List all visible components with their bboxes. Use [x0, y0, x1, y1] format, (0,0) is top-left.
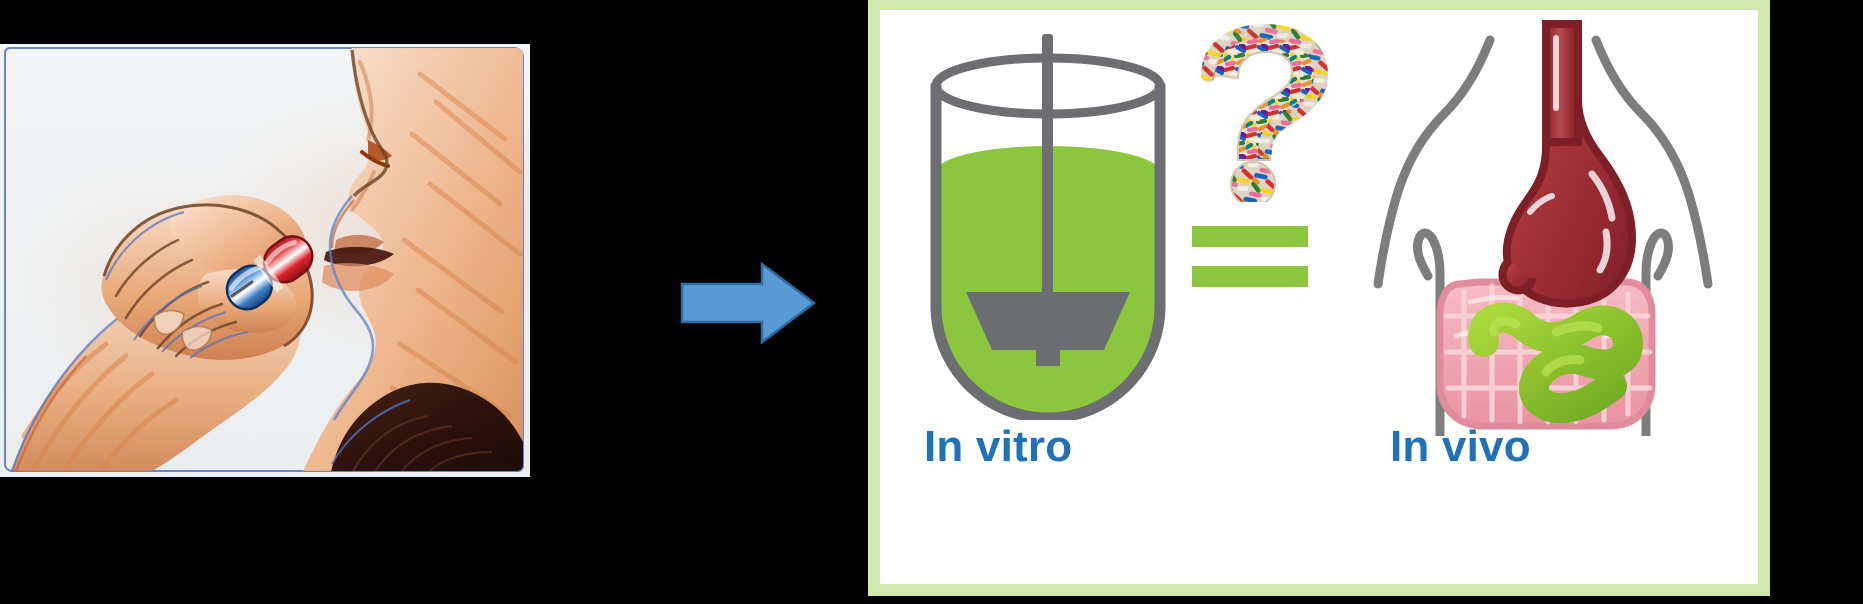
label-in-vivo: In vivo: [1390, 422, 1531, 471]
left-panel-patient-illustration: [0, 44, 530, 477]
right-panel-ivivc: In vitro In vivo: [868, 0, 1770, 596]
label-in-vitro: In vitro: [924, 422, 1073, 471]
capsule: [225, 235, 314, 311]
dissolution-vessel-icon: [930, 34, 1166, 424]
equals-icon: [1192, 226, 1308, 287]
question-mark-made-of-capsules: [1180, 22, 1360, 207]
patient-taking-capsule-drawing: [8, 48, 523, 471]
equals-sign: [1188, 218, 1338, 298]
human-gi-tract-illustration: [1360, 16, 1760, 441]
question-mark-icon: [1201, 23, 1329, 207]
gi-tract-icon: [1373, 20, 1713, 441]
process-arrow: [678, 258, 818, 348]
arrow-right-icon: [680, 261, 817, 345]
dissolution-vessel: [898, 20, 1198, 424]
